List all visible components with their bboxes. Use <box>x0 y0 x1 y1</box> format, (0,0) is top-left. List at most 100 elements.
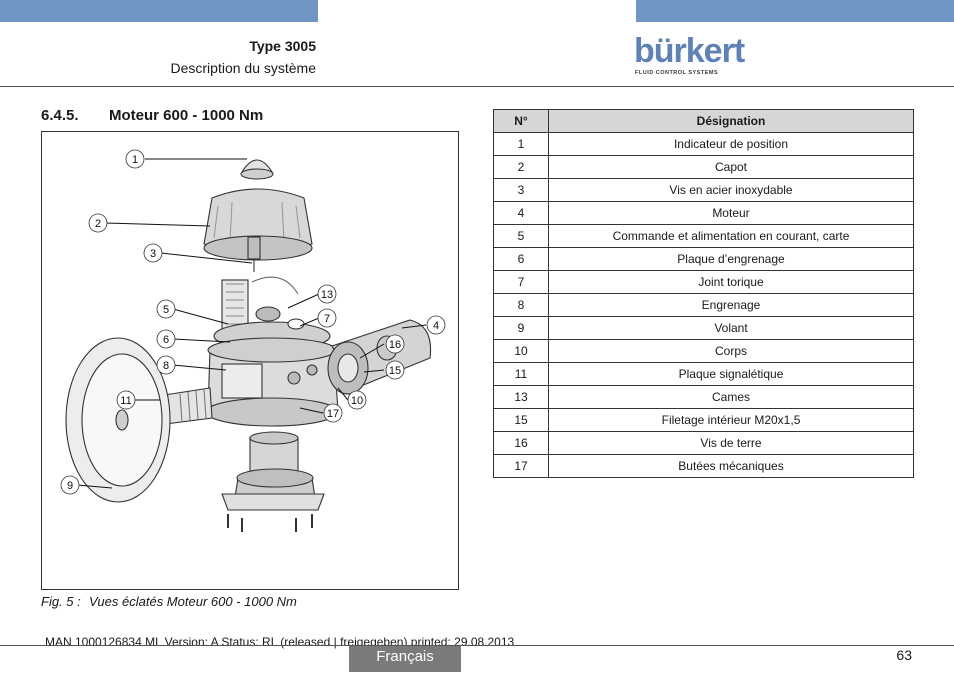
callout-1: 1 <box>125 149 145 169</box>
svg-text:10: 10 <box>351 395 363 407</box>
part-designation-cell: Commande et alimentation en courant, car… <box>548 224 914 248</box>
callout-7: 7 <box>317 308 337 328</box>
logo-wordmark: bürkert <box>634 32 745 70</box>
language-tab: Français <box>349 646 461 672</box>
header-divider <box>0 86 954 87</box>
callout-11: 11 <box>116 390 136 410</box>
caption-text: Vues éclatés Moteur 600 - 1000 Nm <box>89 594 297 609</box>
part-number-cell: 1 <box>493 132 549 156</box>
callout-15: 15 <box>385 360 405 380</box>
part-number-cell: 5 <box>493 224 549 248</box>
part-designation-cell: Cames <box>548 385 914 409</box>
part-number-cell: 15 <box>493 408 549 432</box>
exploded-view-figure: 1 2 3 5 6 8 11 9 13 7 4 16 15 10 17 <box>41 131 459 590</box>
svg-text:17: 17 <box>327 408 339 420</box>
callout-16: 16 <box>385 334 405 354</box>
part-designation-cell: Indicateur de position <box>548 132 914 156</box>
part-designation-cell: Filetage intérieur M20x1,5 <box>548 408 914 432</box>
svg-text:13: 13 <box>321 289 333 301</box>
footer-divider <box>0 645 954 646</box>
part-designation-cell: Vis de terre <box>548 431 914 455</box>
svg-text:16: 16 <box>389 339 401 351</box>
svg-text:15: 15 <box>389 365 401 377</box>
part-number-cell: 11 <box>493 362 549 386</box>
part-designation-cell: Joint torique <box>548 270 914 294</box>
part-number-cell: 13 <box>493 385 549 409</box>
callout-13: 13 <box>317 284 337 304</box>
part-number-cell: 17 <box>493 454 549 478</box>
svg-text:8: 8 <box>163 360 169 372</box>
part-number-cell: 7 <box>493 270 549 294</box>
part-designation-cell: Moteur <box>548 201 914 225</box>
logo-tagline: FLUID CONTROL SYSTEMS <box>635 70 719 76</box>
column-header-number: N° <box>493 109 549 133</box>
svg-text:1: 1 <box>132 154 138 166</box>
part-number-cell: 16 <box>493 431 549 455</box>
svg-text:2: 2 <box>95 218 101 230</box>
callout-2: 2 <box>88 213 108 233</box>
part-number-cell: 6 <box>493 247 549 271</box>
part-designation-cell: Butées mécaniques <box>548 454 914 478</box>
section-heading: 6.4.5. Moteur 600 - 1000 Nm <box>41 107 263 124</box>
part-designation-cell: Corps <box>548 339 914 363</box>
svg-text:9: 9 <box>67 480 73 492</box>
callout-8: 8 <box>156 355 176 375</box>
svg-text:6: 6 <box>163 334 169 346</box>
caption-label: Fig. 5 : <box>41 594 81 609</box>
callout-5: 5 <box>156 299 176 319</box>
part-number-cell: 10 <box>493 339 549 363</box>
part-number-cell: 8 <box>493 293 549 317</box>
svg-text:4: 4 <box>433 320 439 332</box>
callout-3: 3 <box>143 243 163 263</box>
figure-caption: Fig. 5 : Vues éclatés Moteur 600 - 1000 N… <box>41 594 297 609</box>
part-number-cell: 4 <box>493 201 549 225</box>
top-bar-left <box>0 0 318 22</box>
section-title: Moteur 600 - 1000 Nm <box>109 107 264 124</box>
callout-4: 4 <box>426 315 446 335</box>
svg-text:3: 3 <box>150 248 156 260</box>
callout-group: 1 2 3 5 6 8 11 9 13 7 4 16 15 10 17 <box>60 149 446 495</box>
svg-text:7: 7 <box>324 313 330 325</box>
callout-17: 17 <box>323 403 343 423</box>
doc-type: Type 3005 <box>249 38 316 54</box>
doc-subtitle: Description du système <box>170 60 316 76</box>
page-number: 63 <box>896 647 912 663</box>
part-number-cell: 9 <box>493 316 549 340</box>
motor-exploded-drawing: 1 2 3 5 6 8 11 9 13 7 4 16 15 10 17 <box>60 149 446 532</box>
table-header-row: N° Désignation <box>493 109 914 133</box>
callout-10: 10 <box>347 390 367 410</box>
part-designation-cell: Plaque d’engrenage <box>548 247 914 271</box>
callout-9: 9 <box>60 475 80 495</box>
part-number-cell: 3 <box>493 178 549 202</box>
top-bar-right <box>636 0 954 22</box>
callout-6: 6 <box>156 329 176 349</box>
part-designation-cell: Volant <box>548 316 914 340</box>
part-designation-cell: Vis en acier inoxydable <box>548 178 914 202</box>
part-designation-cell: Plaque signalétique <box>548 362 914 386</box>
part-designation-cell: Capot <box>548 155 914 179</box>
section-number: 6.4.5. <box>41 107 79 124</box>
company-logo: bürkert FLUID CONTROL SYSTEMS <box>634 32 745 78</box>
part-designation-cell: Engrenage <box>548 293 914 317</box>
svg-text:11: 11 <box>120 395 131 407</box>
svg-text:5: 5 <box>163 304 169 316</box>
column-header-designation: Désignation <box>548 109 914 133</box>
part-number-cell: 2 <box>493 155 549 179</box>
